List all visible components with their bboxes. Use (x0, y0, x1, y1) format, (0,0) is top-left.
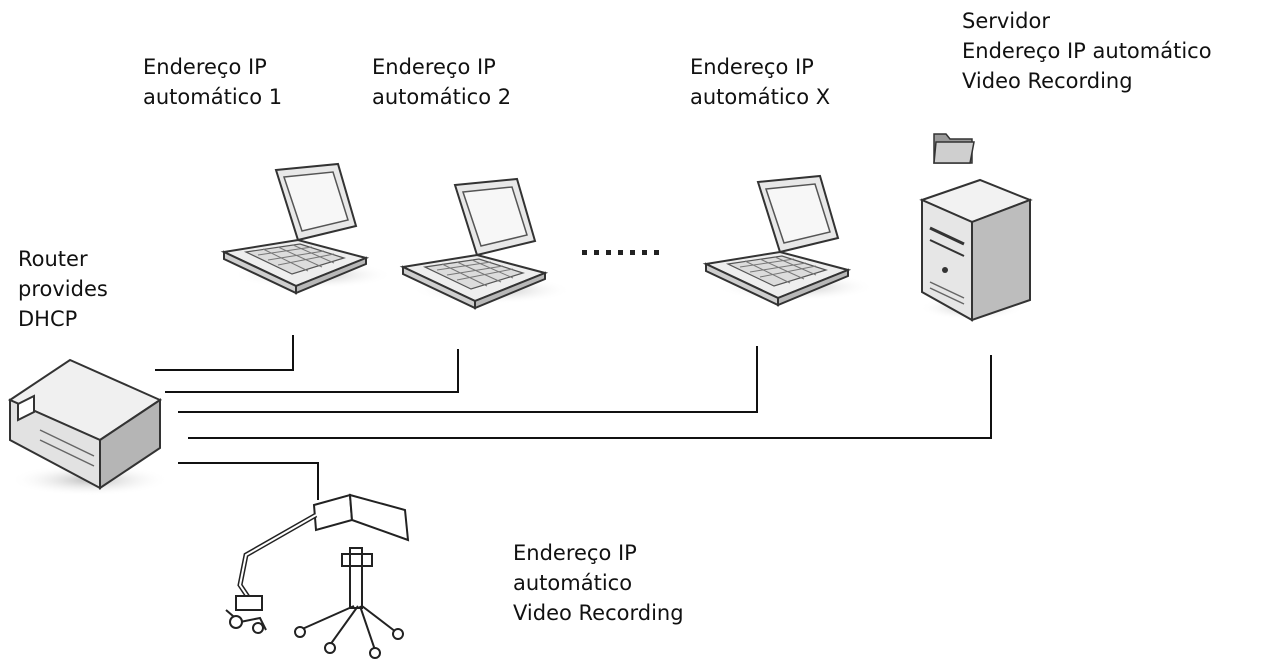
router-label: Router provides DHCP (18, 244, 108, 334)
laptop-icon-1 (223, 163, 394, 294)
server-label-line: Servidor (962, 9, 1050, 33)
laptop-x-label: Endereço IP automático X (690, 52, 830, 112)
folder-icon (933, 133, 975, 164)
link-microscope (178, 462, 319, 500)
microscope-label: Endereço IP automático Video Recording (513, 538, 684, 628)
link-laptop-1 (155, 335, 294, 371)
router-label-line: DHCP (18, 307, 78, 331)
laptop-icon-x (705, 175, 876, 306)
laptop-x-label-line: Endereço IP (690, 55, 814, 79)
laptop-1-label-line: automático 1 (143, 85, 283, 109)
ellipsis-dots (582, 250, 659, 255)
microscope-icon (225, 493, 410, 659)
laptop-icon-2 (402, 178, 573, 309)
link-laptop-x (178, 346, 758, 413)
server-label-line: Video Recording (962, 69, 1133, 93)
microscope-label-line: automático (513, 571, 633, 595)
server-icon (919, 178, 1033, 322)
microscope-label-line: Endereço IP (513, 541, 637, 565)
router-label-line: provides (18, 277, 108, 301)
laptop-1-label-line: Endereço IP (143, 55, 267, 79)
server-label-line: Endereço IP automático (962, 39, 1212, 63)
laptop-2-label: Endereço IP automático 2 (372, 52, 511, 112)
microscope-label-line: Video Recording (513, 601, 684, 625)
connection-lines (155, 335, 992, 500)
server-label: Servidor Endereço IP automático Video Re… (962, 6, 1212, 96)
laptop-x-label-line: automático X (690, 85, 831, 109)
link-laptop-2 (165, 349, 459, 393)
laptop-1-label: Endereço IP automático 1 (143, 52, 282, 112)
router-icon (7, 358, 170, 496)
laptop-2-label-line: Endereço IP (372, 55, 496, 79)
laptop-2-label-line: automático 2 (372, 85, 512, 109)
link-server (188, 355, 992, 439)
router-label-line: Router (18, 247, 88, 271)
